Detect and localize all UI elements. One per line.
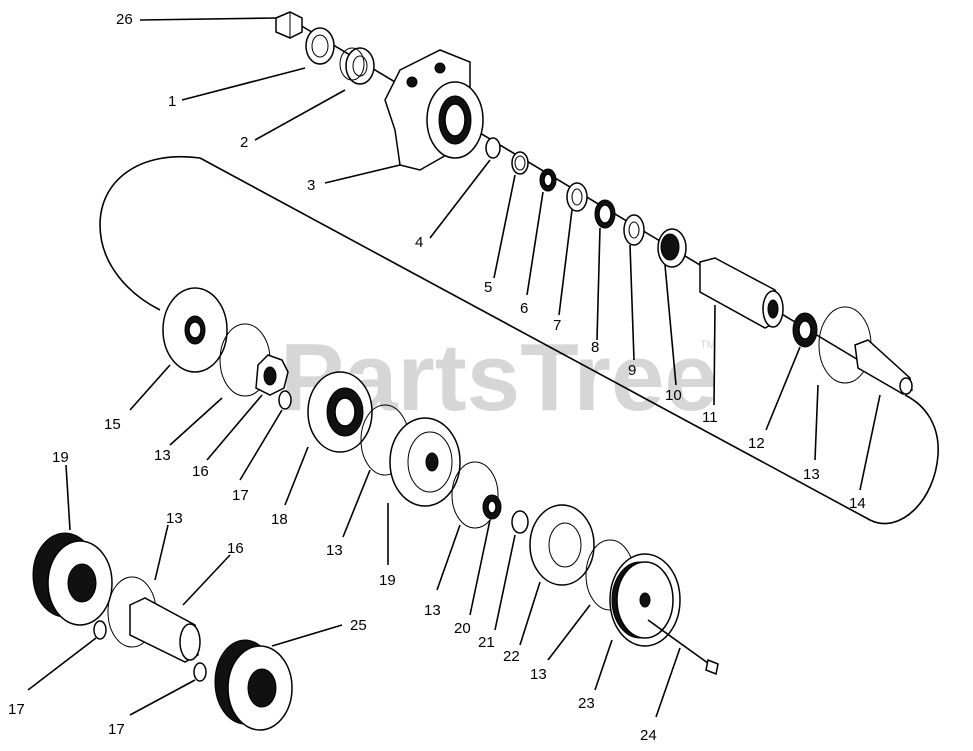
callout-16: 16 [227,540,244,557]
callout-22: 22 [503,648,520,665]
callout-24: 24 [640,727,657,744]
part-10-bearing-cup [657,228,687,268]
part-22-plate [529,504,595,586]
part-24-bolt [647,619,719,676]
callout-17: 17 [108,721,125,738]
callout-6: 6 [520,300,528,317]
callout-13: 13 [166,510,183,527]
callout-13: 13 [154,447,171,464]
leader-lines [27,17,881,718]
callout-2: 2 [240,134,248,151]
callout-21: 21 [478,634,495,651]
callout-26: 26 [116,11,133,28]
callout-15: 15 [104,416,121,433]
part-17-spacer-a [278,390,292,410]
callout-16: 16 [192,463,209,480]
part-15-plate [162,287,228,373]
callout-14: 14 [849,495,866,512]
callout-10: 10 [665,387,682,404]
part-11-shaft [699,257,784,329]
callout-19: 19 [52,449,69,466]
part-23-end-cap [609,553,681,647]
part-14-drive [854,339,913,395]
callout-8: 8 [591,339,599,356]
part-5-ring [511,151,529,175]
part-4-oring [485,137,501,159]
callout-17: 17 [8,701,25,718]
callout-23: 23 [578,695,595,712]
part-3-housing [384,49,484,171]
callout-1: 1 [168,93,176,110]
part-13-seal-d [451,461,499,529]
callout-13: 13 [326,542,343,559]
part-17-spacer-c [193,662,207,682]
callout-11: 11 [702,409,718,426]
callout-3: 3 [307,177,315,194]
part-6-washer [539,168,557,192]
callout-17: 17 [232,487,249,504]
part-16-gerotor-star-a [255,354,289,396]
part-26-nut [275,11,303,39]
part-2-bearing [339,47,375,85]
part-18-stator [307,371,373,453]
callout-12: 12 [748,435,765,452]
callout-4: 4 [415,234,423,251]
part-17-spacer-b [93,620,107,640]
callout-18: 18 [271,511,288,528]
callout-5: 5 [484,279,492,296]
part-9-thrust-washer [623,214,645,246]
callout-13: 13 [530,666,547,683]
part-8-thrust-bearing [594,199,616,229]
watermark-trademark: TM [700,339,716,351]
part-19-manifold-a [389,417,461,507]
callout-20: 20 [454,620,471,637]
callout-7: 7 [553,317,561,334]
part-12-bearing [792,312,818,348]
callout-13: 13 [803,466,820,483]
assembly-loop-line [99,156,939,525]
part-21-ring [511,510,529,534]
callout-9: 9 [628,362,636,379]
part-1-seal [305,27,335,65]
part-16-gerotor-star-b [129,597,201,663]
part-25-stator [214,639,293,731]
part-19-manifold-b [32,532,113,626]
callout-19: 19 [379,572,396,589]
part-7-thrust-washer [566,182,588,212]
callout-13: 13 [424,602,441,619]
callout-25: 25 [350,617,367,634]
part-20-bearing [482,494,502,520]
